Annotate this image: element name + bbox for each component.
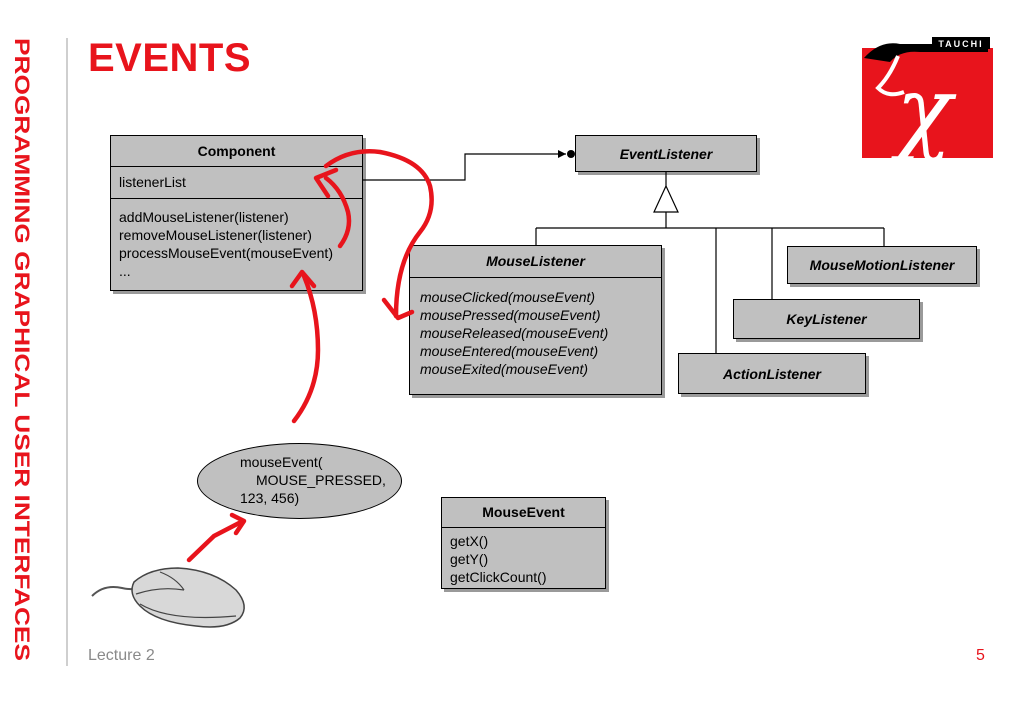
mouse-event-class-box: MouseEvent getX() getY() getClickCount(): [441, 497, 606, 589]
key-listener-box: KeyListener: [733, 299, 920, 339]
mouse-motion-listener-box: MouseMotionListener: [787, 246, 977, 284]
method-process-mouse-event: processMouseEvent(mouseEvent): [119, 245, 333, 261]
mouse-event-methods: getX() getY() getClickCount(): [442, 528, 605, 586]
mouse-listener-methods: mouseClicked(mouseEvent) mousePressed(mo…: [410, 278, 661, 378]
page-title: EVENTS: [88, 36, 252, 80]
page-number: 5: [976, 647, 985, 664]
event-listener-name: EventListener: [619, 145, 713, 162]
event-instance-ellipse: mouseEvent( MOUSE_PRESSED, 123, 456): [197, 443, 402, 519]
logo-label: TAUCHI: [938, 39, 983, 49]
mouse-icon: [91, 567, 245, 628]
logo-symbol: χ: [890, 57, 957, 160]
method-add-mouse-listener: addMouseListener(listener): [119, 209, 289, 225]
method-get-click-count: getClickCount(): [450, 569, 547, 585]
method-mouse-entered: mouseEntered(mouseEvent): [420, 343, 599, 359]
action-listener-box: ActionListener: [678, 353, 866, 394]
event-line-1: mouseEvent(: [240, 454, 323, 470]
method-mouse-exited: mouseExited(mouseEvent): [420, 361, 589, 377]
association-line: [363, 153, 566, 181]
field-listener-list: listenerList: [119, 174, 186, 190]
event-listener-box: EventListener: [575, 135, 757, 172]
tauchi-logo: TAUCHI χ: [860, 36, 995, 164]
action-listener-name: ActionListener: [722, 365, 821, 382]
mouse-listener-class-box: MouseListener mouseClicked(mouseEvent) m…: [409, 245, 662, 395]
event-line-3: 123, 456): [240, 490, 300, 506]
method-ellipsis: ...: [119, 263, 131, 279]
component-fields: listenerList: [111, 167, 362, 198]
footer-lecture: Lecture 2: [88, 647, 155, 664]
vertical-title-text: PROGRAMMING GRAPHICAL USER INTERFACES: [10, 38, 33, 661]
vertical-title: PROGRAMMING GRAPHICAL USER INTERFACES: [3, 38, 43, 663]
method-get-x: getX(): [450, 533, 489, 549]
component-methods: addMouseListener(listener) removeMouseLi…: [111, 198, 362, 280]
mouse-motion-listener-name: MouseMotionListener: [809, 257, 955, 273]
event-line-2: MOUSE_PRESSED,: [256, 472, 386, 488]
mouse-event-class-name: MouseEvent: [442, 498, 605, 528]
method-mouse-released: mouseReleased(mouseEvent): [420, 325, 609, 341]
method-mouse-clicked: mouseClicked(mouseEvent): [420, 289, 596, 305]
association-arrowhead: [558, 150, 566, 158]
key-listener-name: KeyListener: [786, 311, 867, 327]
inheritance-triangle: [653, 184, 679, 213]
divider-line: [66, 38, 68, 666]
component-class-box: Component listenerList addMouseListener(…: [110, 135, 363, 291]
association-dot: [567, 150, 575, 158]
method-get-y: getY(): [450, 551, 489, 567]
component-class-name: Component: [111, 136, 362, 167]
red-annotation-arrows: [186, 149, 434, 563]
method-remove-mouse-listener: removeMouseListener(listener): [119, 227, 312, 243]
mouse-listener-class-name: MouseListener: [410, 246, 661, 278]
method-mouse-pressed: mousePressed(mouseEvent): [420, 307, 601, 323]
event-instance-text: mouseEvent( MOUSE_PRESSED, 123, 456): [240, 453, 386, 507]
